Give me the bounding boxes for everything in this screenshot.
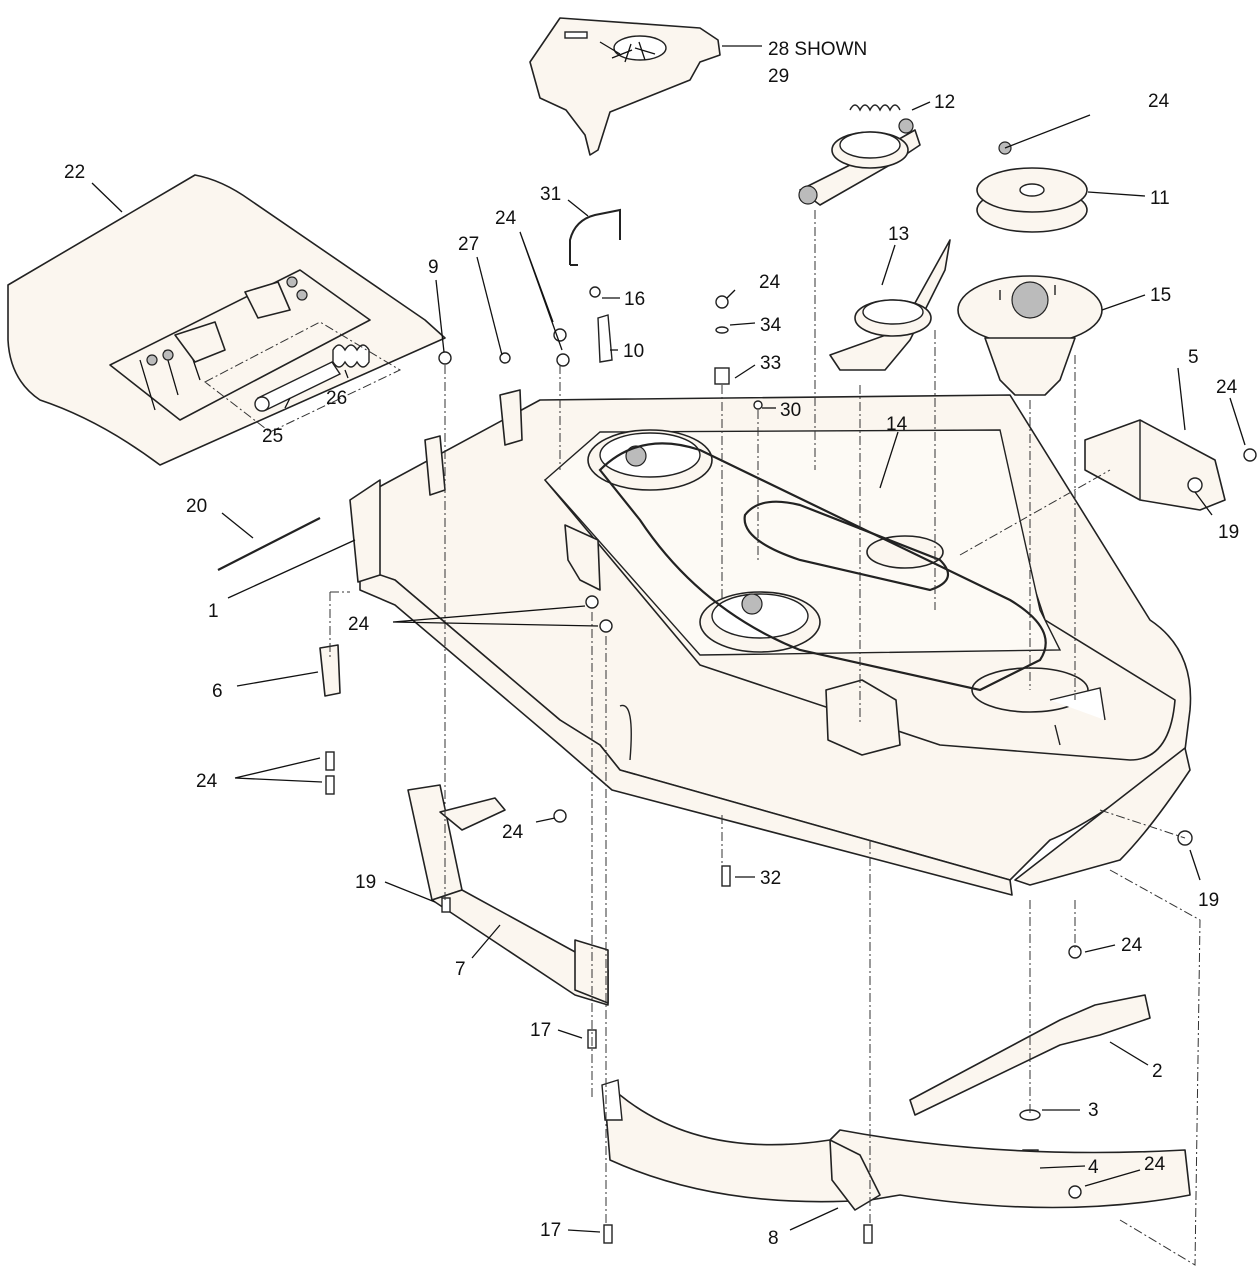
- idler-arm-13: [829, 239, 951, 371]
- callout-13: 13: [888, 224, 909, 245]
- callout-24: 24: [502, 822, 524, 843]
- callout-31: 31: [540, 184, 561, 205]
- callout-33: 33: [760, 353, 781, 374]
- callout-8: 8: [768, 1228, 779, 1249]
- callout-5: 5: [1188, 347, 1199, 368]
- baffle-5: [1084, 419, 1257, 511]
- rod-31: [569, 208, 621, 266]
- callout-1: 1: [208, 601, 219, 622]
- callout-19: 19: [1218, 522, 1239, 543]
- callout-2: 2: [1152, 1061, 1163, 1082]
- callout-25: 25: [262, 426, 283, 447]
- callout-27: 27: [458, 234, 479, 255]
- callout-24: 24: [1148, 91, 1170, 112]
- callout-17: 17: [530, 1020, 551, 1041]
- callout-24: 24: [1121, 935, 1143, 956]
- callout-24: 24: [196, 771, 218, 792]
- chute-rod-and-spring: [204, 321, 402, 433]
- callout-32: 32: [760, 868, 781, 889]
- callout-19: 19: [355, 872, 376, 893]
- callout-3: 3: [1088, 1100, 1099, 1121]
- callout-7: 7: [455, 959, 466, 980]
- callout-24: 24: [759, 272, 781, 293]
- idler-pulley-assembly-12: [798, 104, 921, 206]
- baffle-7: [407, 784, 609, 1006]
- callout-17: 17: [540, 1220, 561, 1241]
- pulley-11: [976, 141, 1088, 233]
- belt-cover-part: [529, 17, 721, 156]
- callout-6: 6: [212, 681, 223, 702]
- callout-11: 11: [1150, 188, 1170, 209]
- bracket-6: [319, 644, 341, 697]
- callout-24: 24: [1144, 1154, 1166, 1175]
- callout-28: 28 SHOWN: [768, 39, 867, 60]
- assembly-centerlines: [329, 210, 1201, 1266]
- callout-9: 9: [428, 257, 439, 278]
- callout-16: 16: [624, 289, 645, 310]
- callout-labels: 28 SHOWN 29 12 24 22 31 11 24 9 27 13 24…: [64, 39, 1239, 1249]
- discharge-chute-part: [7, 174, 446, 466]
- callout-24: 24: [348, 614, 370, 635]
- callout-29: 29: [768, 66, 789, 87]
- mower-deck-shell: [349, 389, 1192, 896]
- callout-24: 24: [495, 208, 517, 229]
- leader-lines: [91, 45, 1246, 1233]
- callout-19: 19: [1198, 890, 1219, 911]
- callout-14: 14: [886, 414, 908, 435]
- rod-20: [217, 517, 321, 571]
- skirt-8: [601, 1079, 1191, 1211]
- callout-30: 30: [780, 400, 801, 421]
- callout-22: 22: [64, 162, 85, 183]
- callout-34: 34: [760, 315, 782, 336]
- callout-10: 10: [623, 341, 644, 362]
- spindle-housing-15: [957, 275, 1103, 396]
- callout-15: 15: [1150, 285, 1171, 306]
- callout-26: 26: [326, 388, 347, 409]
- callout-4: 4: [1088, 1157, 1099, 1178]
- callout-12: 12: [934, 92, 955, 113]
- callout-24: 24: [1216, 377, 1238, 398]
- callout-20: 20: [186, 496, 207, 517]
- bracket-10: [597, 314, 613, 363]
